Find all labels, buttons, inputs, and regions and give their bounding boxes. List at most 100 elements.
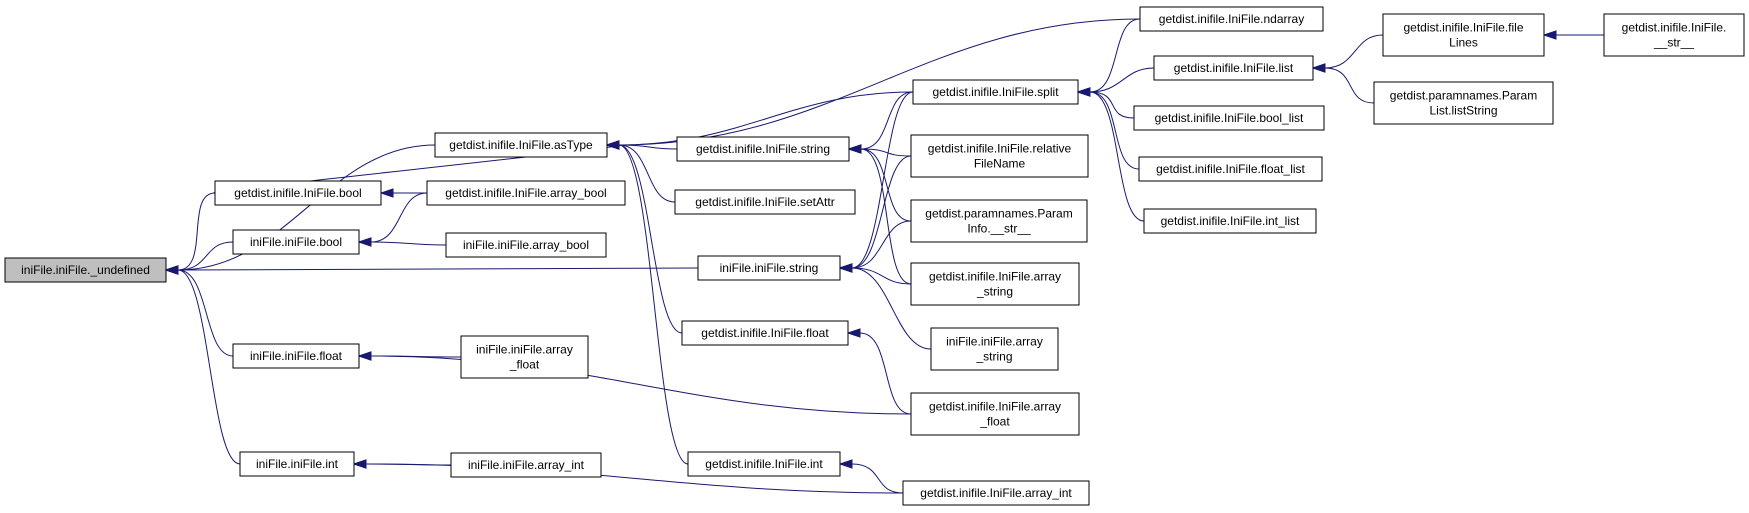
node-label: getdist.inifile.IniFile.string	[696, 142, 830, 156]
node-label: getdist.inifile.IniFile.	[1622, 21, 1727, 35]
arrowhead-gd_string	[847, 144, 862, 154]
node-box	[910, 392, 1080, 436]
edge-gd_split-to-gd_astype	[618, 91, 914, 146]
node-ini_bool[interactable]: iniFile.iniFile.bool	[232, 229, 360, 255]
node-label: Info.__str__	[967, 222, 1031, 236]
edge-gd_array_bool-to-ini_bool	[370, 192, 428, 243]
node-label: getdist.inifile.IniFile.asType	[449, 138, 593, 152]
node-ini_string[interactable]: iniFile.iniFile.string	[697, 255, 841, 281]
edge-gd_array_string-to-gd_string	[860, 148, 912, 285]
node-ini_array_string[interactable]: iniFile.iniFile.array_string	[930, 327, 1059, 371]
node-gd_array_bool[interactable]: getdist.inifile.IniFile.array_bool	[426, 180, 626, 206]
node-box	[1382, 13, 1545, 57]
node-label: iniFile.iniFile.array_int	[468, 458, 585, 472]
node-label: getdist.inifile.IniFile.relative	[928, 142, 1072, 156]
edge-gd_array_string-to-ini_string	[851, 267, 912, 285]
node-label: getdist.inifile.IniFile.bool	[234, 186, 361, 200]
edge-layer	[164, 18, 1604, 494]
node-label: _float	[979, 415, 1010, 429]
node-label: getdist.paramnames.Param	[1390, 89, 1537, 103]
node-gd_ndarray[interactable]: getdist.inifile.IniFile.ndarray	[1139, 6, 1324, 32]
edge-gd_array_float-to-gd_float	[859, 332, 912, 415]
node-ini_array_bool[interactable]: iniFile.iniFile.array_bool	[445, 232, 607, 258]
arrowhead-gd_filelines	[1542, 30, 1557, 40]
edge-gd_split-to-ini_string	[851, 91, 914, 269]
arrowhead-ini_float	[357, 351, 372, 361]
node-label: getdist.inifile.IniFile.float_list	[1156, 162, 1305, 176]
node-gd_float_list[interactable]: getdist.inifile.IniFile.float_list	[1138, 156, 1323, 182]
node-gd_list[interactable]: getdist.inifile.IniFile.list	[1153, 55, 1314, 81]
node-label: iniFile.iniFile.array	[476, 343, 573, 357]
node-gd_int_list[interactable]: getdist.inifile.IniFile.int_list	[1143, 208, 1317, 234]
node-box	[1153, 55, 1314, 81]
edge-gd_astype-to-root	[177, 144, 436, 271]
node-ini_array_int[interactable]: iniFile.iniFile.array_int	[450, 452, 602, 478]
node-box	[232, 229, 360, 255]
edge-gd_setattr-to-gd_astype	[618, 144, 676, 203]
edge-gd_list-to-gd_split	[1089, 67, 1155, 93]
node-label: iniFile.iniFile.bool	[250, 235, 342, 249]
node-label: getdist.inifile.IniFile.float	[701, 326, 829, 340]
node-label: _string	[975, 350, 1012, 364]
arrowhead-gd_float	[846, 328, 861, 338]
node-label: getdist.inifile.IniFile.int_list	[1161, 214, 1300, 228]
node-label: getdist.inifile.IniFile.array_int	[920, 486, 1072, 500]
node-box	[681, 320, 849, 346]
edge-ini_bool-to-root	[177, 241, 234, 271]
node-box	[232, 343, 360, 369]
node-box	[434, 132, 608, 158]
node-box	[426, 180, 626, 206]
node-box	[676, 136, 850, 162]
node-box	[445, 232, 607, 258]
arrowhead-gd_astype	[605, 140, 620, 150]
node-root[interactable]: iniFile.iniFile._undefined	[4, 257, 167, 283]
edge-gd_relfile-to-gd_string	[860, 148, 912, 157]
node-gd_bool[interactable]: getdist.inifile.IniFile.bool	[214, 180, 382, 206]
node-label: Lines	[1449, 36, 1478, 50]
node-ini_float[interactable]: iniFile.iniFile.float	[232, 343, 360, 369]
node-layer: iniFile.iniFile._undefined getdist.inifil…	[4, 6, 1745, 506]
edge-gd_int_list-to-gd_split	[1089, 91, 1145, 222]
node-gd_array_float[interactable]: getdist.inifile.IniFile.array_float	[910, 392, 1080, 436]
edge-pn_info_str-to-ini_string	[851, 220, 912, 269]
edge-gd_float_list-to-gd_split	[1089, 91, 1140, 170]
node-box	[687, 451, 841, 477]
edge-gd_int-to-gd_astype	[618, 144, 689, 465]
node-gd_int[interactable]: getdist.inifile.IniFile.int	[687, 451, 841, 477]
arrowhead-ini_string	[838, 263, 853, 273]
node-label: List.listString	[1429, 104, 1497, 118]
node-box	[912, 79, 1079, 105]
node-gd_split[interactable]: getdist.inifile.IniFile.split	[912, 79, 1079, 105]
edge-gd_bool-to-root	[177, 192, 216, 271]
node-gd_str[interactable]: getdist.inifile.IniFile.__str__	[1603, 13, 1745, 57]
arrowhead-gd_list	[1311, 63, 1326, 73]
node-gd_astype[interactable]: getdist.inifile.IniFile.asType	[434, 132, 608, 158]
edge-ini_array_string-to-ini_string	[851, 267, 932, 350]
node-box	[697, 255, 841, 281]
node-ini_array_float[interactable]: iniFile.iniFile.array_float	[460, 335, 589, 379]
node-label: _string	[976, 285, 1013, 299]
node-gd_array_int[interactable]: getdist.inifile.IniFile.array_int	[902, 480, 1090, 506]
node-ini_int[interactable]: iniFile.iniFile.int	[239, 451, 355, 477]
arrowhead-ini_int	[352, 459, 367, 469]
node-label: getdist.inifile.IniFile.bool_list	[1155, 111, 1304, 125]
node-label: getdist.inifile.IniFile.array	[929, 400, 1061, 414]
node-gd_string[interactable]: getdist.inifile.IniFile.string	[676, 136, 850, 162]
node-gd_float[interactable]: getdist.inifile.IniFile.float	[681, 320, 849, 346]
edge-pn_liststring-to-gd_list	[1324, 67, 1375, 104]
node-label: iniFile.iniFile.float	[250, 349, 343, 363]
edge-gd_split-to-gd_string	[860, 91, 914, 150]
node-gd_bool_list[interactable]: getdist.inifile.IniFile.bool_list	[1133, 105, 1325, 131]
node-gd_setattr[interactable]: getdist.inifile.IniFile.setAttr	[674, 189, 856, 215]
node-box	[1139, 6, 1324, 32]
node-box	[1143, 208, 1317, 234]
node-box	[910, 199, 1088, 243]
node-label: getdist.inifile.IniFile.array_bool	[445, 186, 606, 200]
node-gd_array_string[interactable]: getdist.inifile.IniFile.array_string	[910, 262, 1080, 306]
node-label: getdist.inifile.IniFile.array	[929, 270, 1061, 284]
